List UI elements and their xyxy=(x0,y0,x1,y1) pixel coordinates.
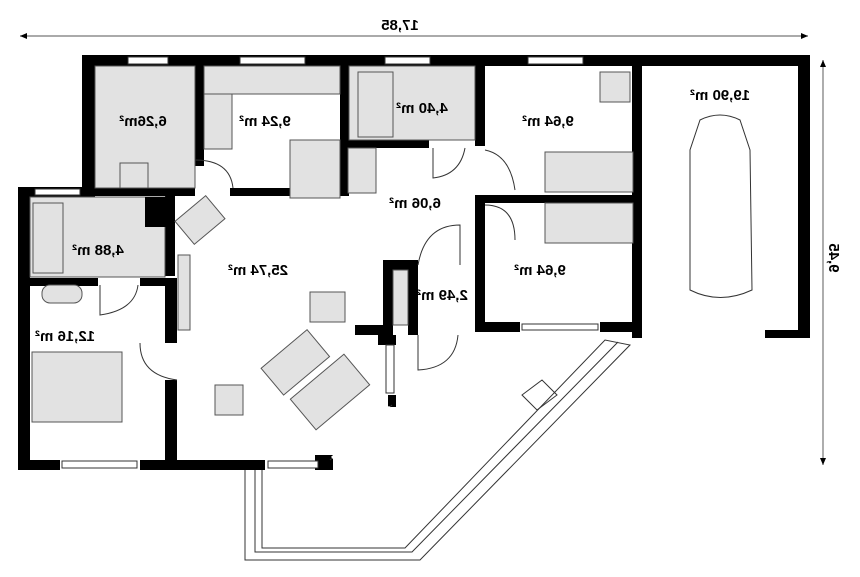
room-area-kitchen: 9,24 m² xyxy=(239,113,291,130)
doors xyxy=(99,147,516,381)
room-area-wc: 4,88 m² xyxy=(72,242,124,259)
width-label: 17,85 xyxy=(381,17,419,34)
windows xyxy=(34,56,599,469)
room-labels: 6,26m² 9,24 m² 4,40 m² 9,64 m² 19,90 m² … xyxy=(35,87,750,345)
room-area-closet: 2,49 m² xyxy=(416,287,468,304)
room-area-bedroom-middle: 9,64 m² xyxy=(514,262,566,279)
width-dimension: 17,85 xyxy=(20,17,808,39)
room-area-bedroom-master: 12,16 m² xyxy=(35,328,95,345)
room-area-bedroom-top: 9,64 m² xyxy=(522,113,574,130)
fixtures xyxy=(29,65,753,431)
height-label: 9,45 xyxy=(825,243,842,272)
room-area-bathroom: 4,40 m² xyxy=(396,100,448,117)
room-area-living: 25,74 m² xyxy=(228,262,288,279)
room-area-hall: 6,06 m² xyxy=(389,195,441,212)
room-area-garage: 19,90 m² xyxy=(690,87,750,104)
room-area-utility: 6,26m² xyxy=(119,113,167,130)
height-dimension: 9,45 xyxy=(820,60,842,465)
